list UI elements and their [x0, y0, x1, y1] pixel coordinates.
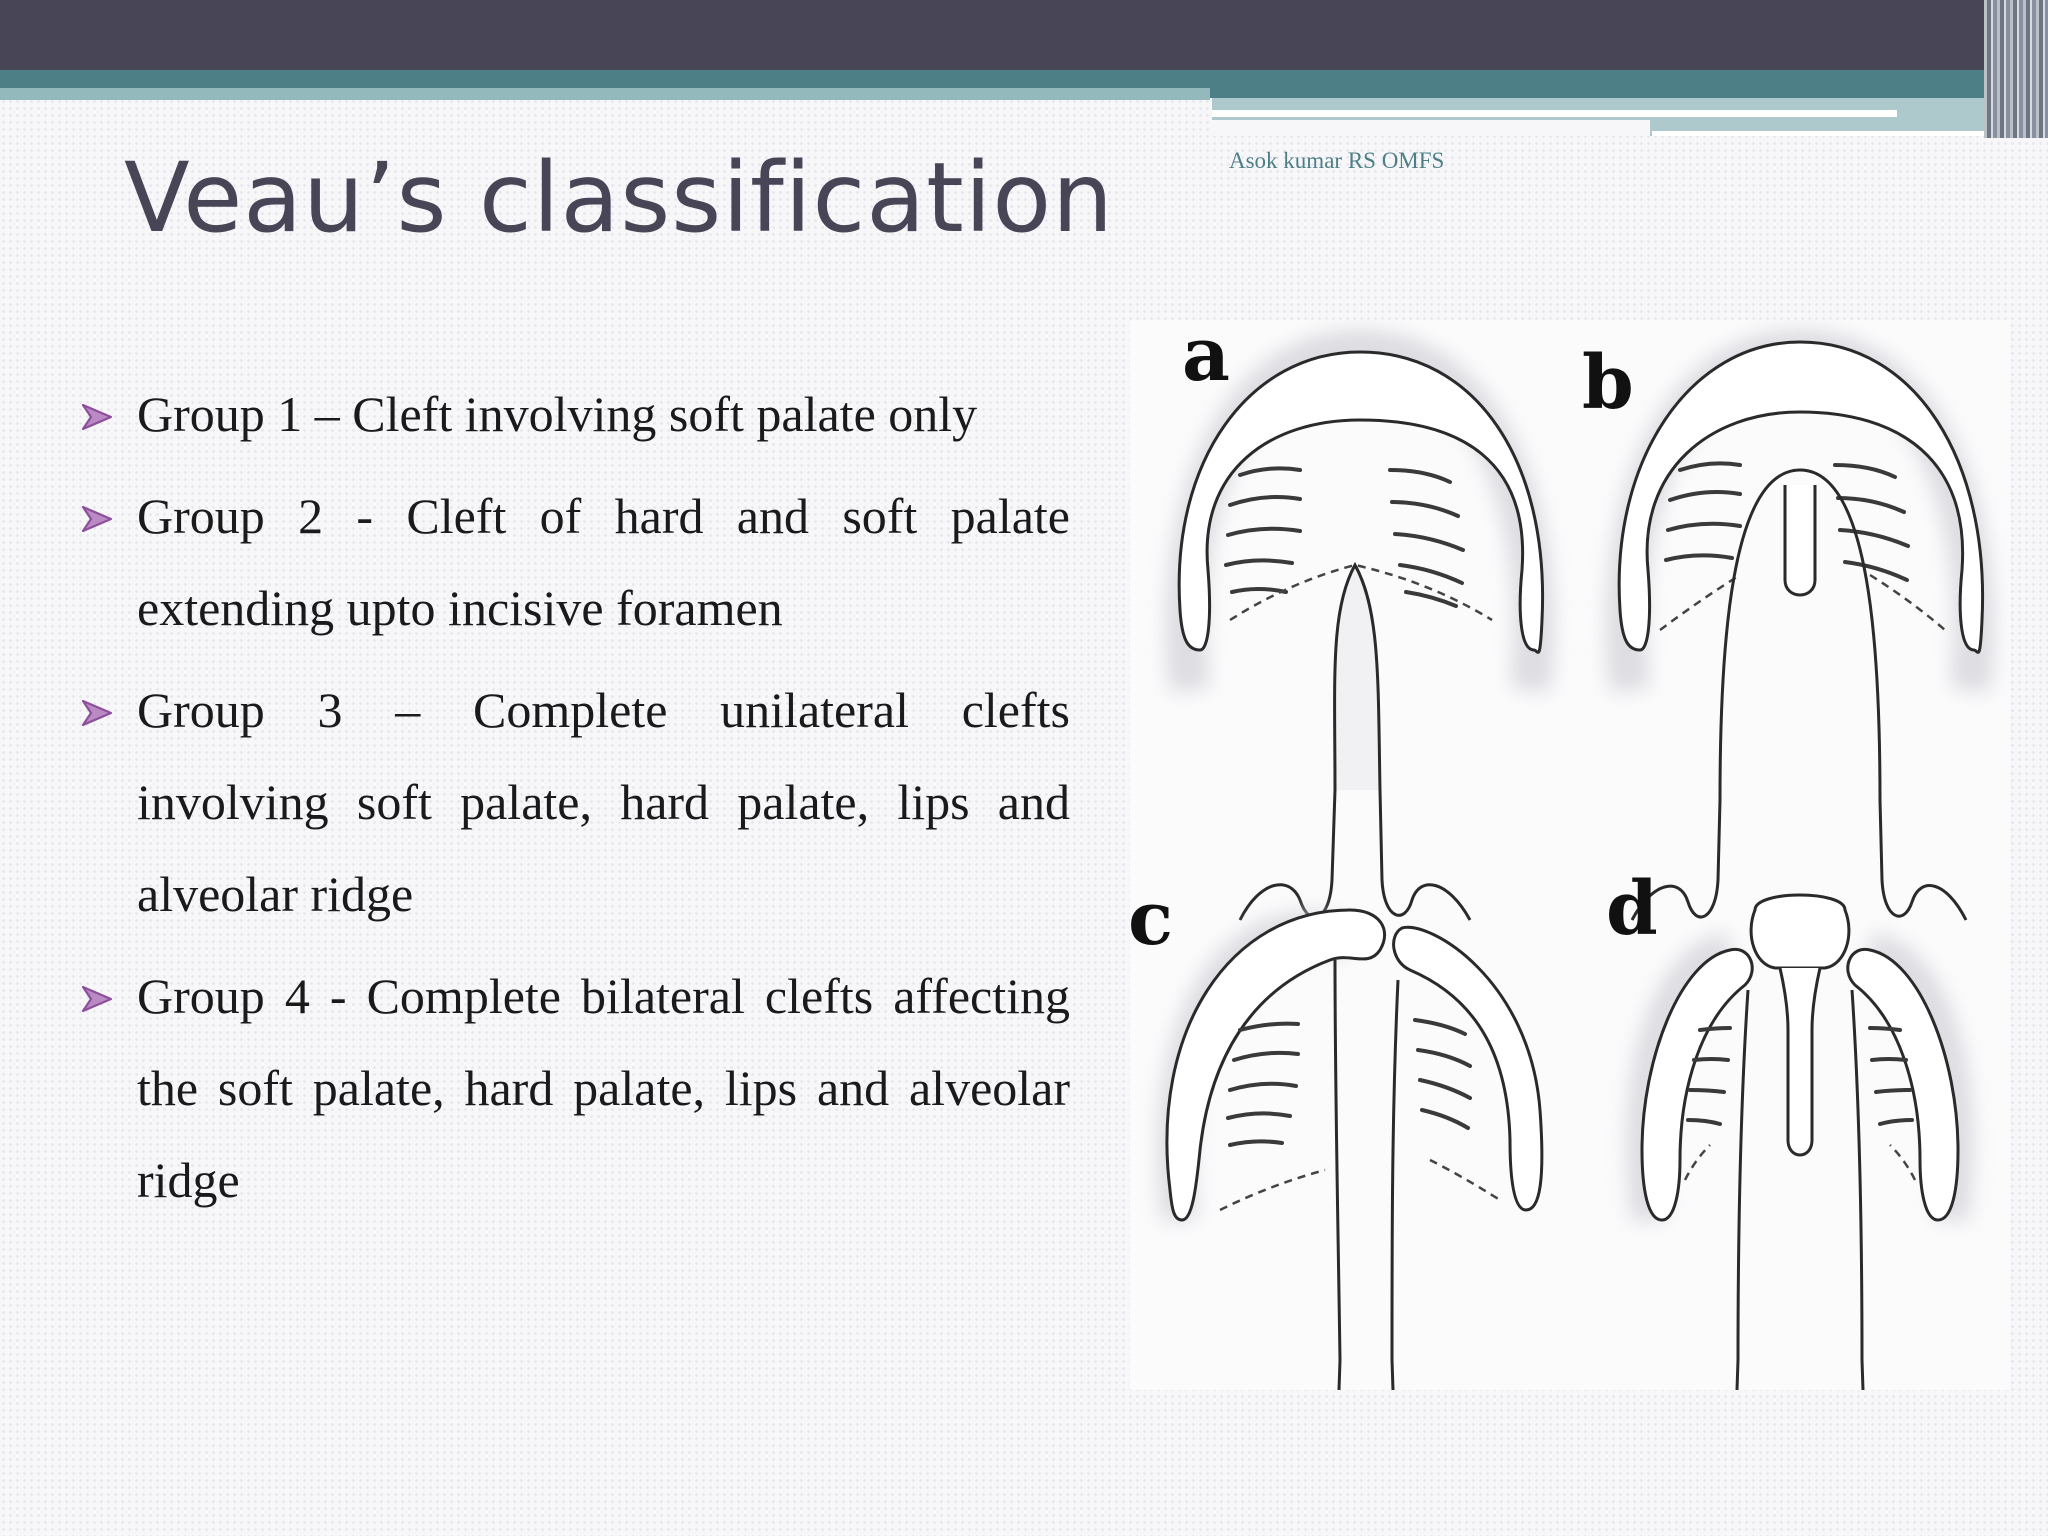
list-item: Group 1 – Cleft involving soft palate on…: [80, 368, 1070, 460]
arrow-bullet-icon: [81, 985, 113, 1013]
list-item-text: Group 2 - Cleft of hard and soft palate …: [137, 488, 1070, 636]
header-bar-dark: [0, 0, 2048, 70]
list-item: Group 4 - Complete bilateral clefts affe…: [80, 950, 1070, 1226]
list-item-text: Group 1 – Cleft involving soft palate on…: [137, 386, 978, 442]
arrow-bullet-icon: [81, 403, 113, 431]
palate-panel-a: [1166, 329, 1554, 921]
palate-illustrations: [1130, 320, 2010, 1390]
header-corner-stripes: [1984, 0, 2048, 138]
list-item: Group 3 – Complete unilateral clefts inv…: [80, 664, 1070, 940]
list-item-text: Group 3 – Complete unilateral clefts inv…: [137, 682, 1070, 922]
slide-title: Veau’s classification: [124, 142, 1114, 254]
header-bar-teal-light: [0, 88, 1210, 100]
cleft-palate-figure: a b c d: [1128, 312, 2010, 1390]
list-item: Group 2 - Cleft of hard and soft palate …: [80, 470, 1070, 654]
classification-list: Group 1 – Cleft involving soft palate on…: [80, 368, 1070, 1236]
panel-label-a: a: [1182, 312, 1230, 398]
palate-panel-d: [1626, 893, 1974, 1390]
panel-label-b: b: [1582, 340, 1634, 426]
palate-panel-b: [1606, 329, 1994, 921]
author-credit: Asok kumar RS OMFS: [1229, 148, 1445, 173]
panel-label-c: c: [1128, 876, 1174, 962]
arrow-bullet-icon: [81, 505, 113, 533]
arrow-bullet-icon: [81, 699, 113, 727]
header-stripe-white: [1212, 110, 1897, 117]
list-item-text: Group 4 - Complete bilateral clefts affe…: [137, 968, 1070, 1208]
palate-panel-c: [1157, 908, 1544, 1390]
header-stripe-white-short: [1652, 131, 2012, 136]
header-stripe-gap: [1212, 120, 1650, 136]
panel-label-d: d: [1606, 866, 1658, 952]
